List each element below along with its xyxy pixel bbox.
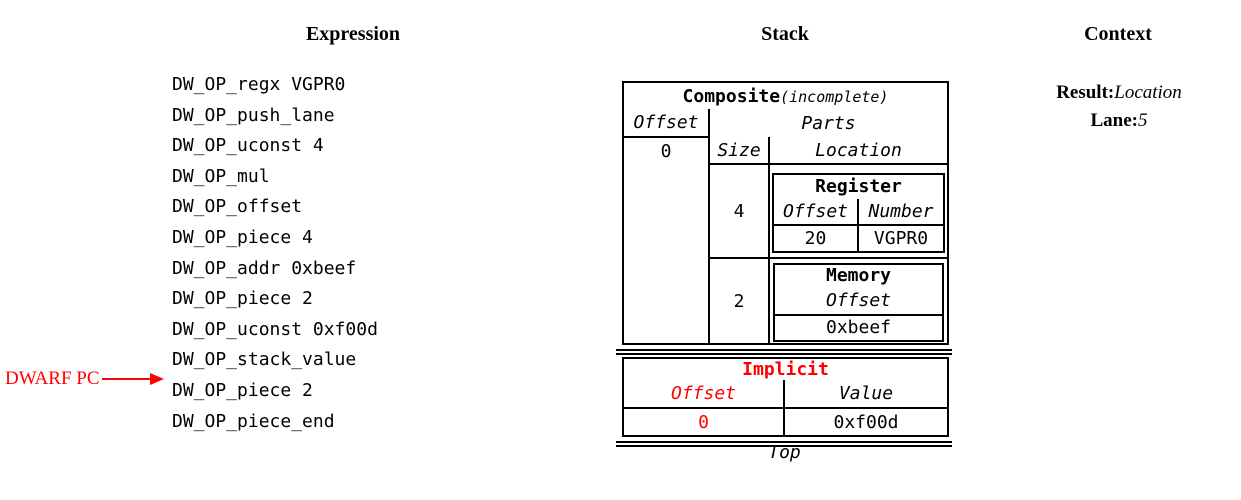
expression-op: DW_OP_regx VGPR0 — [172, 74, 346, 95]
memory-offset-header: Offset — [774, 286, 944, 316]
expression-op: DW_OP_piece 4 — [172, 226, 313, 248]
expression-op: DW_OP_stack_value — [172, 349, 357, 371]
memory-location-table: Memory Offset 0xbeef — [773, 262, 945, 342]
register-location-table: Register Offset Number 20 VGPR0 — [772, 172, 946, 253]
result-label: Result: — [1056, 82, 1115, 103]
dwarf-pc-label: DWARF PC — [5, 367, 100, 389]
stack-separator-rule — [616, 349, 952, 355]
memory-title: Memory — [826, 265, 892, 286]
part-size-value: 4 — [709, 164, 770, 259]
stack-top-label: Top — [768, 442, 801, 463]
composite-location-header: Location — [769, 137, 949, 165]
implicit-value-value: 0xf00d — [833, 411, 899, 433]
composite-parts-header: Parts — [801, 112, 856, 134]
stack-column-title: Stack — [761, 23, 809, 45]
context-result-line: Result:Location — [978, 79, 1241, 107]
stack-top-rule — [616, 441, 952, 447]
implicit-title: Implicit — [742, 359, 829, 380]
expression-column-title: Expression — [305, 23, 401, 45]
composite-title: Composite — [682, 85, 781, 107]
expression-op: DW_OP_mul — [172, 165, 270, 187]
register-number-value: VGPR0 — [873, 227, 929, 249]
composite-title-cell: Composite(incomplete) — [623, 82, 948, 109]
expression-op: DW_OP_uconst 0xf00d — [172, 318, 378, 340]
register-title: Register — [815, 176, 902, 197]
expression-op: DW_OP_offset — [172, 196, 303, 218]
implicit-value-header: Value — [784, 380, 949, 409]
composite-offset-header: Offset — [623, 109, 710, 138]
context-lane-line: Lane:5 — [978, 107, 1241, 135]
expression-op: DW_OP_piece 2 — [172, 379, 313, 401]
expression-op: DW_OP_addr 0xbeef — [172, 257, 357, 279]
lane-value: 5 — [1138, 110, 1148, 131]
register-offset-value: 20 — [773, 224, 859, 252]
result-value: Location — [1114, 82, 1182, 103]
expression-op: DW_OP_uconst 4 — [172, 135, 324, 157]
implicit-offset-header: Offset — [623, 380, 785, 409]
part-location-cell: Register Offset Number 20 VGPR0 — [769, 164, 949, 259]
register-number-header: Number — [858, 198, 945, 226]
composite-size-header: Size — [709, 137, 770, 165]
context-block: Result:Location Lane:5 — [978, 79, 1241, 135]
expression-list: DW_OP_regx VGPR0 DW_OP_push_lane DW_OP_u… — [172, 70, 378, 437]
memory-offset-value: 0xbeef — [826, 317, 892, 338]
dwarf-pc-arrow-icon — [149, 372, 164, 385]
part-size-value: 2 — [709, 258, 770, 344]
implicit-offset-value: 0 — [623, 408, 785, 436]
context-column-title: Context — [1084, 23, 1152, 45]
expression-op: DW_OP_piece 2 — [172, 288, 313, 310]
implicit-stack-entry: Implicit Offset Value 0 0xf00d — [622, 357, 950, 437]
composite-qualifier: (incomplete) — [780, 87, 889, 106]
composite-stack-entry: Composite(incomplete) Offset Parts 0 Siz… — [622, 81, 950, 345]
expression-op: DW_OP_piece_end — [172, 410, 335, 432]
dwarf-pc-marker: DWARF PC — [5, 368, 164, 389]
part-location-cell: Memory Offset 0xbeef — [769, 258, 948, 344]
lane-label: Lane: — [1090, 110, 1139, 131]
dwarf-pc-arrow-shaft — [101, 377, 150, 380]
expression-op: DW_OP_push_lane — [172, 104, 335, 126]
register-offset-header: Offset — [773, 198, 859, 226]
composite-offset-value: 0 — [623, 137, 710, 344]
